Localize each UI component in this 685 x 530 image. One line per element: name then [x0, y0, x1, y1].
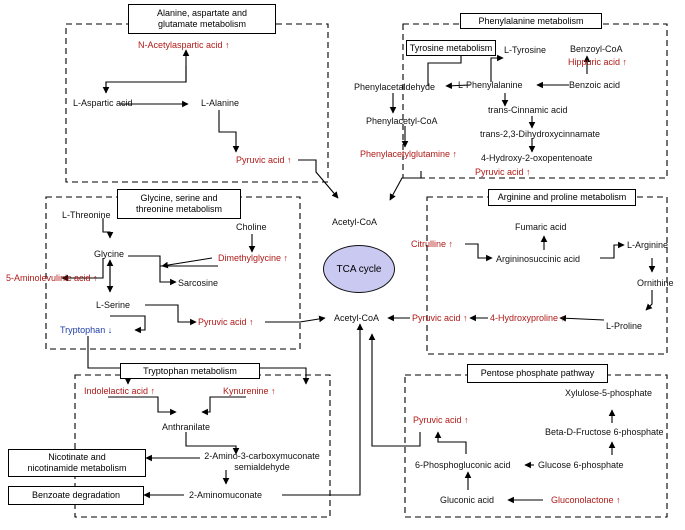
dimethylglycine: Dimethylglycine ↑ — [218, 253, 289, 263]
l-alanine: L-Alanine — [201, 98, 240, 108]
hippuric-acid: Hippuric acid ↑ — [568, 57, 628, 67]
tca-cycle-node: TCA cycle — [323, 245, 395, 293]
phenylacetyl-coa: Phenylacetyl-CoA — [366, 116, 438, 126]
glucose-6-phosphate: Glucose 6-phosphate — [538, 460, 624, 470]
n-acetylaspartic-acid: N-Acetylaspartic acid ↑ — [138, 40, 230, 50]
pyruvic-acid-pentose: Pyruvic acid ↑ — [413, 415, 469, 425]
benzoic-acid: Benzoic acid — [569, 80, 621, 90]
l-arginine: L-Arginine — [627, 240, 669, 250]
fumaric-acid: Fumaric acid — [515, 222, 567, 232]
l-phenylalanine: L-Phenylalanine — [458, 80, 523, 90]
benzoate-degradation-box: Benzoate degradation — [8, 486, 144, 505]
argininosuccinic-acid: Argininosuccinic acid — [496, 254, 581, 264]
l-serine: L-Serine — [96, 300, 131, 310]
anthranilate: Anthranilate — [162, 422, 211, 432]
kynurenine: Kynurenine ↑ — [223, 386, 276, 396]
choline: Choline — [236, 222, 267, 232]
citrulline: Citrulline ↑ — [411, 239, 454, 249]
trans-dihydroxycinnamate: trans-2,3-Dihydroxycinnamate — [480, 129, 601, 139]
acetyl-coa-top: Acetyl-CoA — [332, 217, 378, 227]
title-arginine-metabolism: Arginine and proline metabolism — [488, 189, 636, 206]
l-threonine: L-Threonine — [62, 210, 111, 220]
ornithine: Ornithine — [637, 278, 674, 288]
title-tyrosine-metabolism: Tyrosine metabolism — [406, 40, 496, 56]
tryptophan: Tryptophan ↓ — [60, 325, 113, 335]
gluconic-acid: Gluconic acid — [440, 495, 495, 505]
region-tryptophan — [74, 374, 331, 518]
pyruvic-acid-alanine: Pyruvic acid ↑ — [236, 155, 292, 165]
fructose-6-phosphate: Beta-D-Fructose 6-phosphate — [545, 427, 664, 437]
glycine: Glycine — [94, 249, 125, 259]
trans-cinnamic-acid: trans-Cinnamic acid — [488, 105, 568, 115]
region-glycine — [45, 196, 301, 350]
aminolevulinic-acid: 5-Aminolevulinic acid ↑ — [6, 273, 98, 283]
l-proline: L-Proline — [606, 321, 643, 331]
indolelactic-acid: Indolelactic acid ↑ — [84, 386, 156, 396]
pyruvic-acid-phenylalanine: Pyruvic acid ↑ — [475, 167, 531, 177]
hydroxyproline: 4-Hydroxyproline ↑ — [490, 313, 566, 323]
hydroxy-oxopentenoate: 4-Hydroxy-2-oxopentenoate — [481, 153, 593, 163]
pyruvic-acid-glycine: Pyruvic acid ↑ — [198, 317, 254, 327]
l-aspartic-acid: L-Aspartic acid — [73, 98, 133, 108]
title-tryptophan-metabolism: Tryptophan metabolism — [120, 363, 260, 379]
xylulose-5-phosphate: Xylulose-5-phosphate — [565, 388, 653, 398]
phosphogluconic-acid: 6-Phosphogluconic acid — [415, 460, 511, 470]
title-phenylalanine-metabolism: Phenylalanine metabolism — [460, 13, 602, 29]
l-tyrosine: L-Tyrosine — [504, 45, 547, 55]
acetyl-coa-middle: Acetyl-CoA — [334, 313, 380, 323]
pyruvic-acid-arginine: Pyruvic acid ↑ — [412, 313, 468, 323]
benzoyl-coa: Benzoyl-CoA — [570, 44, 623, 54]
gluconolactone: Gluconolactone ↑ — [551, 495, 621, 505]
phenylacetaldehyde: Phenylacetaldehyde — [354, 82, 436, 92]
aminomuconate: 2-Aminomuconate — [189, 490, 263, 500]
title-pentose-phosphate-pathway: Pentose phosphate pathway — [467, 364, 608, 383]
phenylacetylglutamine: Phenylacetylglutamine ↑ — [360, 149, 458, 159]
sarcosine: Sarcosine — [178, 278, 219, 288]
